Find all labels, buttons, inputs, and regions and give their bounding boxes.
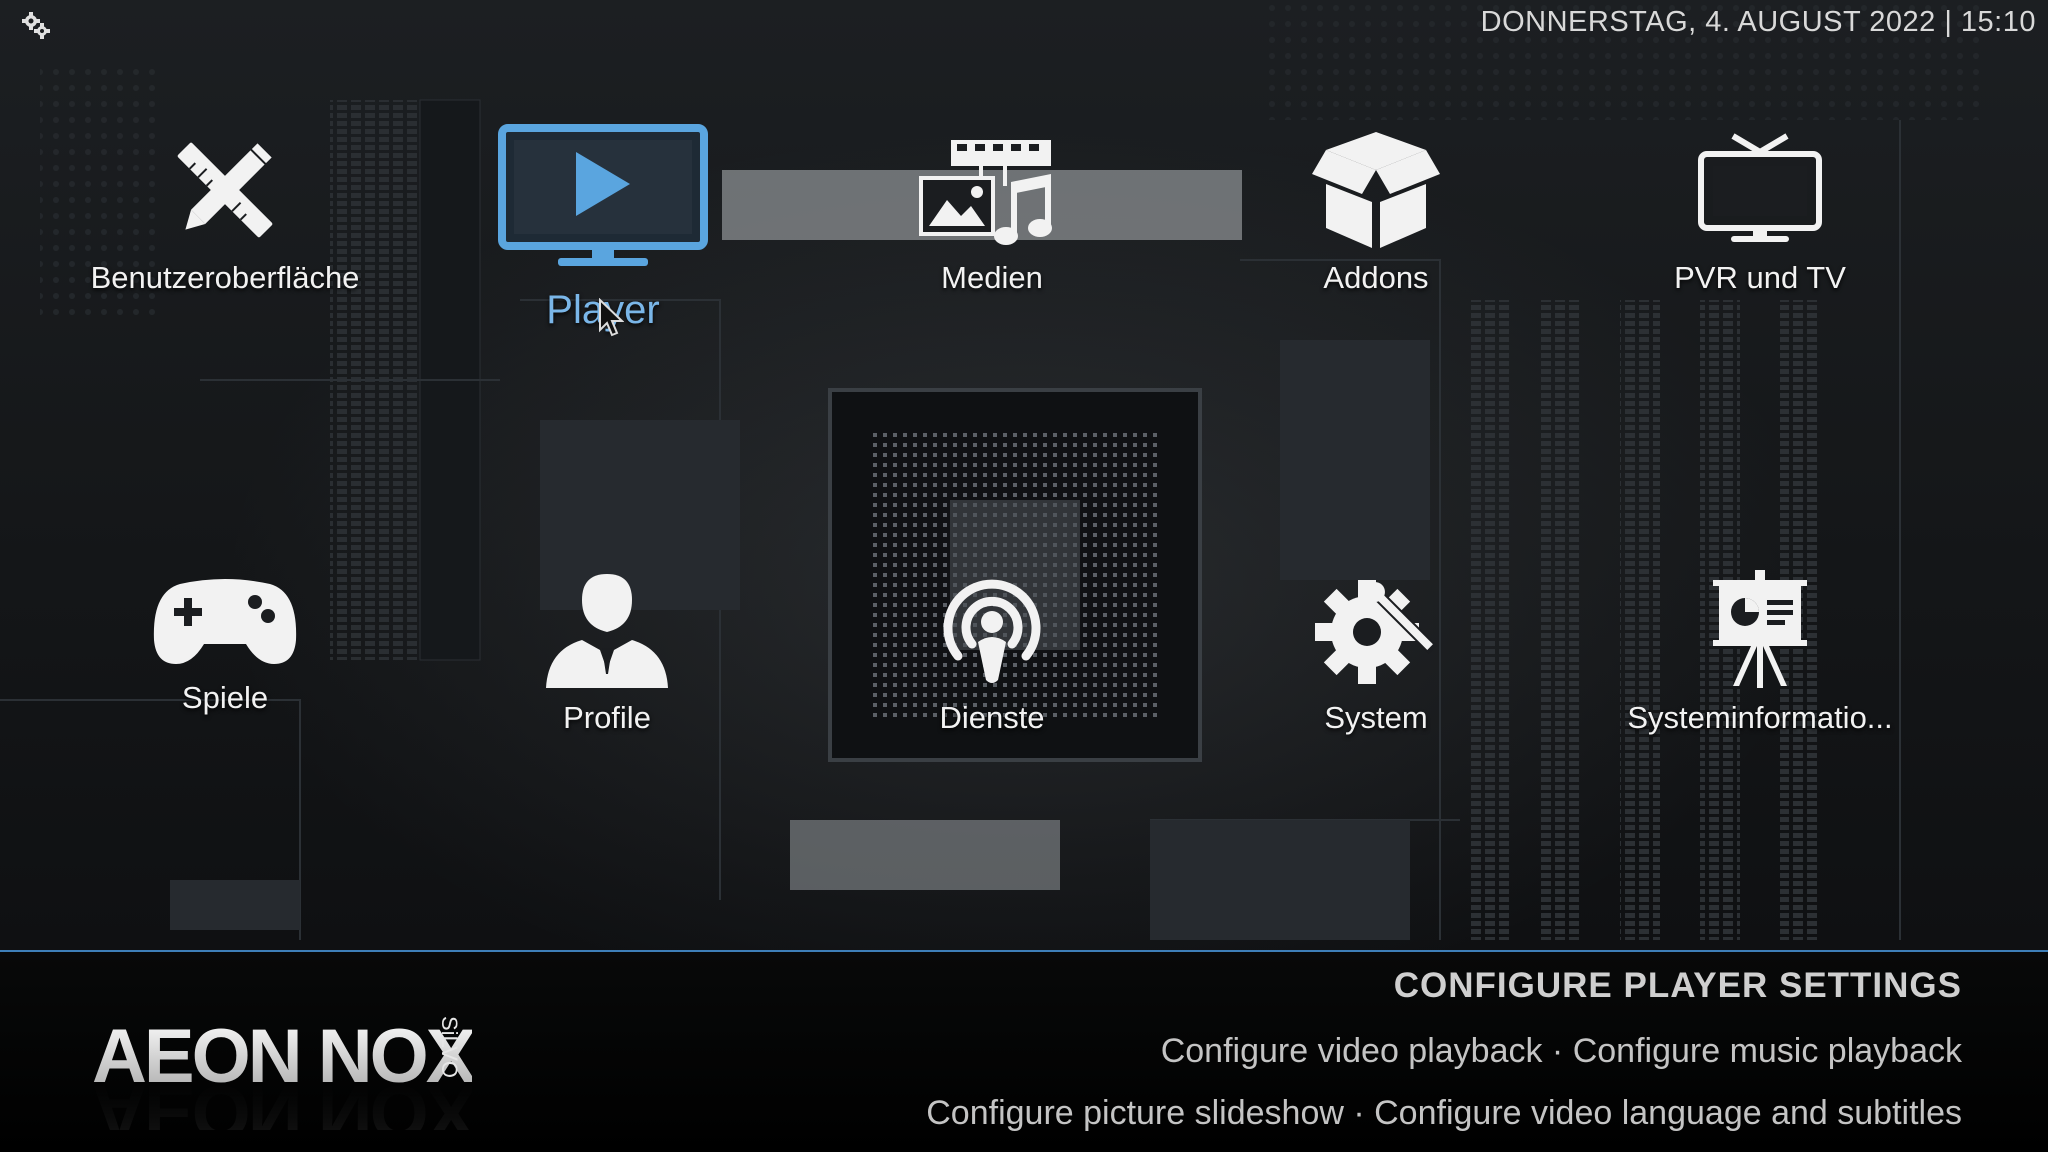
tv-antenna-icon — [1698, 133, 1822, 242]
info-bar — [0, 950, 2048, 1152]
presentation-easel-icon — [1713, 570, 1807, 688]
menu-item-pvr-tv[interactable]: PVR und TV — [1595, 130, 1925, 296]
menu-item-label: Profile — [563, 700, 651, 735]
menu-item-player[interactable]: Player — [438, 124, 768, 333]
info-description-line-2: Configure picture slideshow · Configure … — [926, 1094, 1962, 1132]
user-silhouette-icon — [546, 574, 668, 688]
menu-item-interface[interactable]: Benutzeroberfläche — [60, 130, 390, 296]
media-film-music-icon — [919, 140, 1052, 245]
menu-item-services[interactable]: Dienste — [827, 570, 1157, 736]
date-time-display: DONNERSTAG, 4. AUGUST 2022 | 15:10 — [1480, 6, 2036, 38]
menu-item-system-info[interactable]: Systeminformatio... — [1595, 570, 1925, 736]
gear-wrench-icon — [1315, 580, 1438, 684]
menu-item-addons[interactable]: Addons — [1211, 130, 1541, 296]
tv-play-icon — [498, 124, 708, 266]
broadcast-icon — [943, 579, 1041, 683]
menu-item-label: Benutzeroberfläche — [90, 260, 360, 295]
logo-reflection: AEON NOX — [92, 1069, 472, 1130]
info-title: CONFIGURE PLAYER SETTINGS — [1393, 966, 1962, 1005]
menu-item-label: System — [1324, 700, 1428, 735]
logo-text: AEON NOX — [92, 1014, 472, 1099]
menu-item-label: PVR und TV — [1674, 260, 1846, 295]
menu-item-label: Systeminformatio... — [1627, 700, 1893, 735]
settings-gears-icon[interactable] — [20, 10, 52, 42]
menu-item-label: Addons — [1323, 260, 1429, 295]
gamepad-icon — [153, 579, 297, 664]
menu-item-label: Spiele — [181, 680, 269, 715]
info-description-line-1: Configure video playback · Configure mus… — [1160, 1032, 1962, 1070]
open-box-icon — [1312, 132, 1440, 248]
aeon-nox-logo: AEON NOX AEON NOX SiLVO — [92, 1014, 472, 1130]
menu-item-media[interactable]: Medien — [827, 130, 1157, 296]
circuit-board-background — [0, 0, 1980, 940]
logo-subtext: SiLVO — [437, 1016, 462, 1078]
pencil-ruler-icon — [177, 142, 273, 238]
menu-item-label: Dienste — [939, 700, 1045, 735]
menu-item-games[interactable]: Spiele — [60, 570, 390, 716]
mouse-cursor-icon — [599, 298, 624, 337]
menu-item-profiles[interactable]: Profile — [442, 570, 772, 736]
menu-item-label: Medien — [941, 260, 1043, 295]
menu-item-system[interactable]: System — [1211, 570, 1541, 736]
